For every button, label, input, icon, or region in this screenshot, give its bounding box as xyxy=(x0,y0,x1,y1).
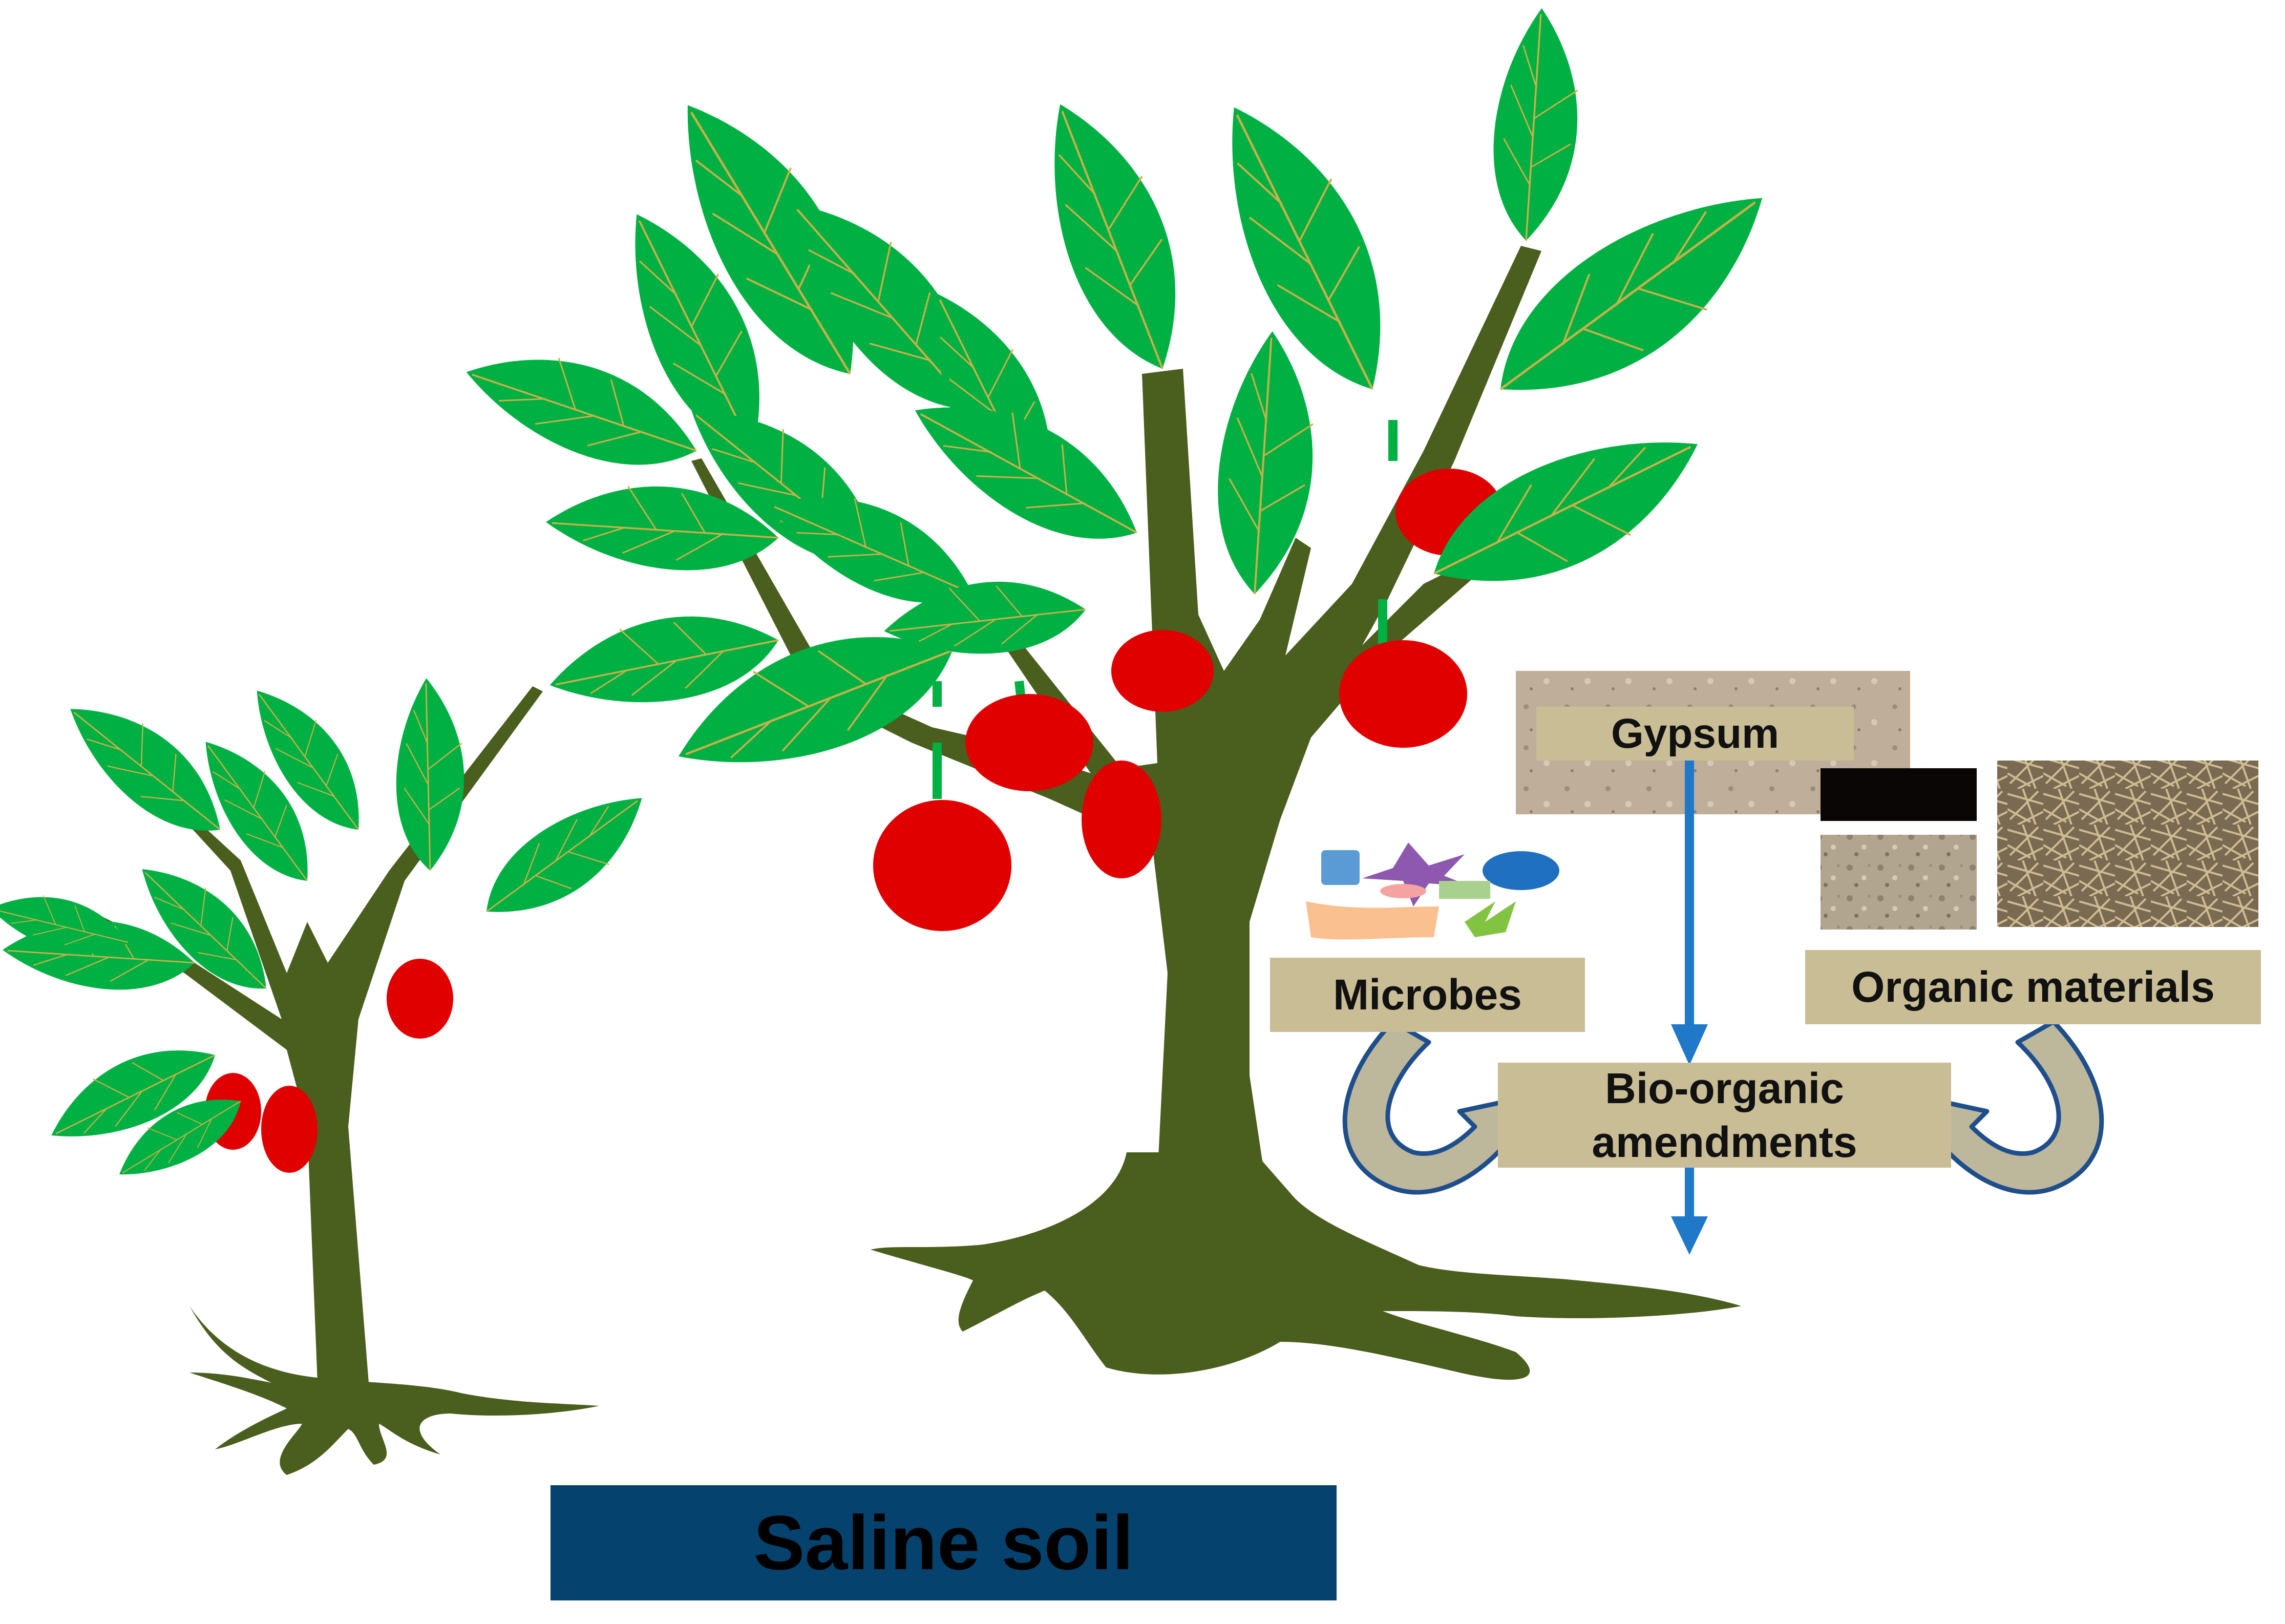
large-tree xyxy=(459,4,1801,1380)
microbes-label: Microbes xyxy=(1270,958,1585,1032)
amendments-to-soil-arrow xyxy=(1671,1168,1708,1255)
large-fruit xyxy=(965,694,1093,791)
gypsum-label: Gypsum xyxy=(1536,707,1854,761)
microbes-illustration xyxy=(1306,842,1559,940)
large-leaf xyxy=(1221,88,1394,407)
large-leaf xyxy=(1455,4,1619,247)
large-tree-roots xyxy=(871,1152,1741,1380)
small-tree-roots xyxy=(189,1306,599,1475)
dark-photo xyxy=(1821,768,1977,821)
large-fruit xyxy=(873,800,1011,931)
small-tree-trunk xyxy=(92,686,543,1383)
organic-materials-text: Organic materials xyxy=(1851,963,2215,1011)
bio-organic-text-line1: Bio-organic xyxy=(1605,1064,1844,1112)
large-fruit xyxy=(1111,630,1214,712)
saline-soil-text: Saline soil xyxy=(753,1500,1134,1586)
gypsum-text: Gypsum xyxy=(1611,710,1780,757)
large-fruit xyxy=(1082,761,1161,878)
large-leaf xyxy=(1048,96,1182,377)
small-fruit xyxy=(387,959,453,1039)
straw-photo xyxy=(1997,761,2258,927)
microbes-curved-arrow xyxy=(1342,1019,1534,1195)
gypsum-to-amendments-arrow xyxy=(1671,755,1708,1065)
organic-materials-label: Organic materials xyxy=(1805,950,2261,1024)
bio-organic-amendments-label: Bio-organic amendments xyxy=(1498,1063,1951,1168)
gravel-photo xyxy=(1821,835,1977,930)
small-fruit xyxy=(261,1086,318,1173)
microbes-text: Microbes xyxy=(1333,971,1522,1019)
saline-soil-banner: Saline soil xyxy=(551,1485,1337,1600)
small-tree xyxy=(0,669,666,1475)
bio-organic-text-line2: amendments xyxy=(1592,1117,1857,1166)
large-fruit xyxy=(1339,640,1467,748)
small-leaf xyxy=(464,789,666,925)
